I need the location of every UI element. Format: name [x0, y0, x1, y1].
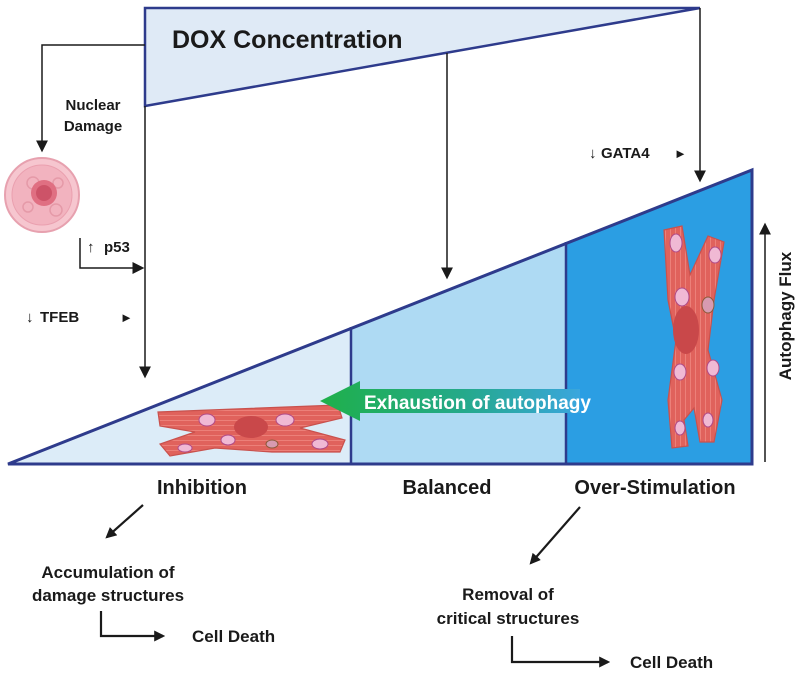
p53-up-arrow: ↑ — [87, 239, 95, 256]
zone-label-over-stimulation: Over-Stimulation — [574, 477, 735, 499]
dox-wedge: DOX Concentration — [143, 6, 701, 108]
cell-death-label-inhibition: Cell Death — [192, 627, 275, 646]
autophagy-flux-label: Autophagy Flux — [776, 251, 795, 380]
nuclear-damage-label-1: Nuclear — [65, 97, 120, 114]
cell-death-label-over: Cell Death — [630, 653, 713, 672]
accumulation-line-1: Accumulation of — [41, 563, 175, 582]
cardiomyocyte-horizontal-icon — [157, 404, 346, 457]
zone-label-inhibition: Inhibition — [157, 477, 247, 499]
accumulation-line-2: damage structures — [32, 586, 184, 605]
gata4-label: GATA4 — [601, 145, 650, 162]
gata4-down-arrow: ↓ — [589, 145, 597, 162]
cardiomyocyte-vertical-icon — [663, 225, 725, 449]
tfeb-label: TFEB — [40, 309, 79, 326]
damaged-nucleus-icon — [4, 157, 80, 233]
p53-label: p53 — [104, 239, 130, 256]
gata4-pointer-icon: ► — [674, 146, 687, 161]
zone-over-stimulation — [566, 170, 752, 464]
tfeb-down-arrow: ↓ — [26, 309, 34, 326]
zone-label-balanced: Balanced — [403, 477, 492, 499]
zone-balanced — [351, 242, 566, 464]
exhaustion-arrow: Exhaustion of autophagy — [320, 381, 591, 421]
tfeb-pointer-icon: ► — [120, 310, 133, 325]
nuclear-damage-label-2: Damage — [64, 118, 122, 135]
dox-title: DOX Concentration — [172, 26, 403, 54]
removal-line-1: Removal of — [462, 585, 554, 604]
removal-line-2: critical structures — [437, 609, 580, 628]
exhaustion-label: Exhaustion of autophagy — [364, 393, 591, 414]
